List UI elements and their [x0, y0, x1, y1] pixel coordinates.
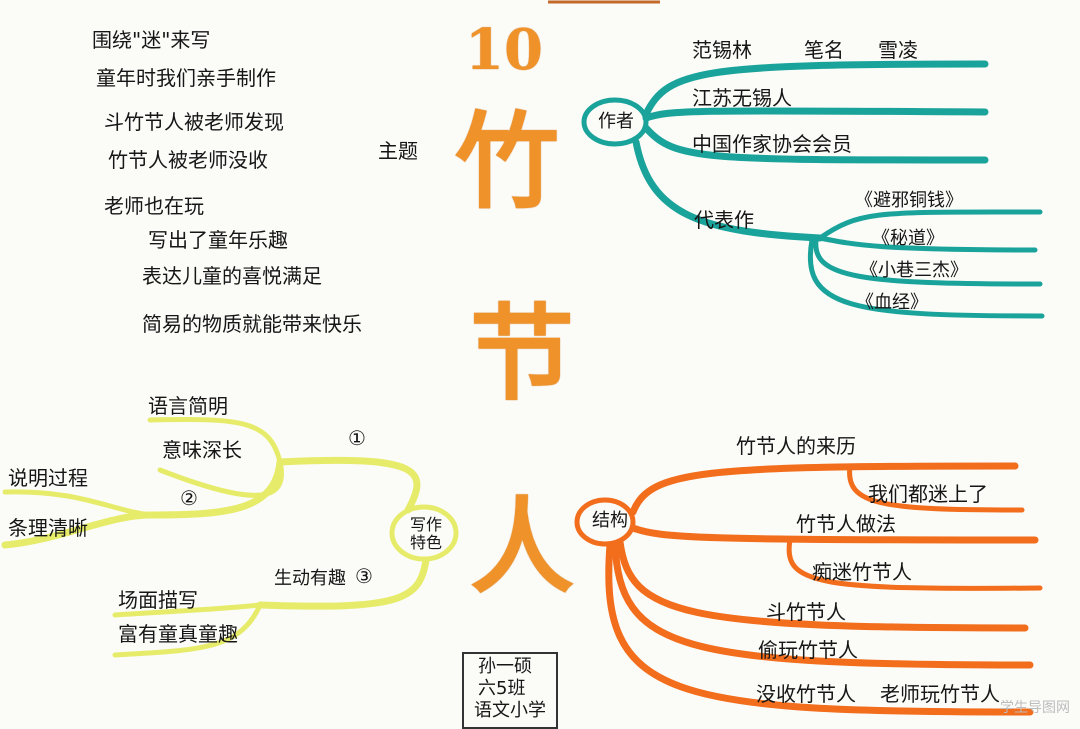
- branch-feature-3-a: [112, 602, 263, 618]
- author-works-label: 代表作: [694, 208, 754, 232]
- branch-work-3: [813, 237, 1043, 287]
- branch-feature-1: [276, 456, 421, 514]
- branch-feature-3: [256, 556, 430, 610]
- author-pen-label: 笔名: [804, 38, 844, 62]
- author-work-4: 《血经》: [856, 292, 928, 313]
- branch-confiscate: [605, 541, 1034, 716]
- author-work-2: 《秘道》: [872, 228, 944, 249]
- branch-author-origin: [642, 107, 989, 122]
- theme-line-5: 老师也在玩: [104, 194, 204, 218]
- structure-item-5: 斗竹节人: [766, 600, 846, 624]
- theme-line-4: 竹节人被老师没收: [108, 148, 268, 172]
- structure-hub-oval: [574, 497, 636, 547]
- branch-work-1: [817, 209, 1043, 241]
- author-stamp: 孙一硕 六5班 语文小学: [462, 652, 558, 729]
- author-origin: 江苏无锡人: [692, 86, 792, 110]
- branch-fight: [616, 538, 1029, 632]
- branch-feature-1-a: [147, 416, 283, 465]
- writing-feature-1-b: 意味深长: [162, 438, 242, 462]
- title-char-2: 节: [470, 292, 575, 415]
- author-work-3: 《小巷三杰》: [860, 260, 968, 281]
- branch-sneak: [611, 540, 1034, 669]
- writing-feature-1-a: 语言简明: [148, 394, 228, 418]
- writing-feature-3-b: 富有童真童趣: [118, 622, 238, 646]
- author-name: 范锡林: [692, 38, 752, 62]
- theme-line-3: 斗竹节人被老师发现: [104, 110, 284, 134]
- structure-item-6: 偷玩竹节人: [758, 638, 858, 662]
- title-number: 10: [465, 17, 543, 83]
- writing-number-3: ③: [355, 564, 373, 588]
- branch-making: [629, 524, 1039, 544]
- structure-item-8: 老师玩竹节人: [880, 682, 1000, 706]
- writing-feature-3-label: 生动有趣: [274, 568, 346, 589]
- author-hub-oval: [581, 97, 649, 147]
- writing-feature-2-a: 说明过程: [8, 466, 88, 490]
- title-char-1: 竹: [455, 100, 560, 223]
- writing-branches: [1, 416, 459, 658]
- author-pen-name: 雪凌: [878, 38, 918, 62]
- watermark: 学生导图网: [1000, 700, 1070, 716]
- theme-label: 主题: [378, 139, 418, 163]
- branch-work-2: [817, 235, 1038, 253]
- structure-item-4: 痴迷竹节人: [812, 560, 912, 584]
- writing-feature-3-a: 场面描写: [118, 588, 198, 612]
- branch-author-member: [642, 124, 989, 164]
- theme-line-8: 简易的物质就能带来快乐: [142, 312, 362, 336]
- theme-line-6: 写出了童年乐趣: [148, 228, 288, 252]
- stamp-line-2: 六5班: [478, 678, 526, 699]
- branch-origin-sub: [847, 463, 1025, 513]
- structure-branches: [574, 462, 1043, 716]
- writing-number-2: ②: [180, 486, 198, 510]
- structure-item-3: 竹节人做法: [796, 512, 896, 536]
- structure-hub-label: 结构: [592, 510, 628, 531]
- structure-item-2: 我们都迷上了: [868, 482, 988, 506]
- author-work-1: 《避邪铜钱》: [855, 190, 963, 211]
- writing-number-1: ①: [348, 426, 366, 450]
- branch-feature-1-b: [157, 459, 284, 498]
- stamp-line-1: 孙一硕: [478, 656, 532, 677]
- branch-author-works: [632, 138, 824, 242]
- branch-author-name: [642, 60, 989, 118]
- structure-item-7: 没收竹节人: [756, 682, 856, 706]
- branch-feature-3-b: [112, 602, 263, 658]
- writing-hub-label: 写作特色: [409, 515, 442, 552]
- theme-line-1: 围绕"迷"来写: [92, 28, 211, 52]
- structure-item-1: 竹节人的来历: [736, 434, 856, 458]
- title-char-3: 人: [470, 485, 575, 608]
- theme-line-7: 表达儿童的喜悦满足: [142, 264, 322, 288]
- branch-making-sub: [786, 537, 1043, 591]
- theme-line-2: 童年时我们亲手制作: [96, 66, 276, 90]
- author-branches: [581, 60, 1045, 319]
- writing-feature-2-b: 条理清晰: [8, 516, 88, 540]
- author-hub-label: 作者: [598, 111, 634, 132]
- author-member: 中国作家协会会员: [692, 132, 852, 156]
- branch-work-4: [807, 237, 1045, 319]
- branch-feature-2-a: [2, 489, 153, 518]
- branch-origin: [629, 462, 1019, 516]
- stamp-line-3: 语文小学: [474, 700, 546, 721]
